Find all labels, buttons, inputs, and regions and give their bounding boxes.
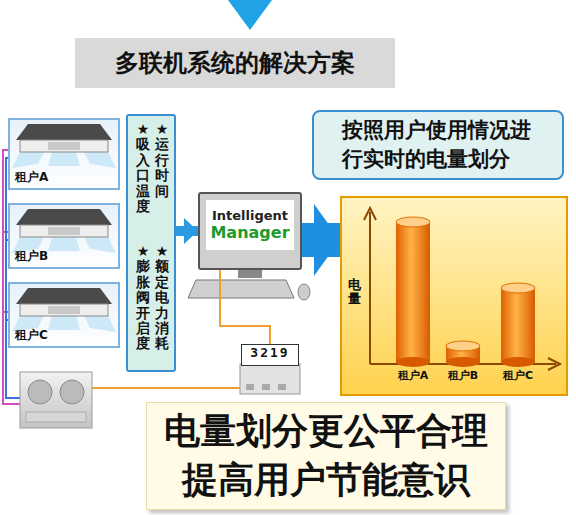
slogan-text: 提高用户节能意识 [182,456,470,505]
tenant-unit-box: 租户B [8,203,120,269]
metric-text: ★运行时间 [155,122,169,199]
tenant-label: 租户C [15,327,48,344]
meter-reading: 3219 [242,345,298,361]
outdoor-unit [20,372,92,428]
meter-body [240,364,300,394]
title-band: 多联机系统的解决方案 [75,38,395,88]
electric-meter: 3219 [241,344,299,366]
screen-logo: Intelligent [206,200,294,223]
metric-text: ★吸入口温度 [136,122,150,214]
slogan-box: 电量划分更公平合理提高用户节能意识 [146,402,506,510]
tenant-backgrounds [8,118,120,348]
pointer-triangle [228,0,272,30]
tenant-unit-box: 租户C [8,282,120,348]
bar-label: 租户C [503,368,533,383]
indoor-unit [12,124,116,332]
slogan-text: 电量划分更公平合理 [164,407,488,456]
callout-box: 按照用户使用情况进行实时的电量划分 [312,110,564,180]
chart-panel: 电量 [340,196,568,396]
screen-logo: Manager [206,223,294,250]
data-panel: ★运行时间 ★吸入口温度 ★额定电力消耗 ★膨胀阀开启度 [126,114,176,372]
metric-text: ★额定电力消耗 [155,244,169,352]
tenant-label: 租户A [15,169,48,186]
axis-label: 电量 [348,278,361,307]
title-text: 多联机系统的解决方案 [115,47,355,79]
computer-monitor: IntelligentManager [198,192,302,270]
bar-chart [340,196,568,396]
metric-text: ★膨胀阀开启度 [136,244,150,352]
callout-text: 按照用户使用情况进行实时的电量划分 [342,116,535,175]
bar-label: 租户B [448,368,478,383]
tenant-unit-box: 租户A [8,118,120,190]
flow-arrow [176,226,198,236]
flow-arrow [220,270,270,344]
flow-arrow [302,223,340,257]
computer-base [188,270,310,300]
bar-label: 租户A [398,368,429,383]
tenant-label: 租户B [15,248,48,265]
